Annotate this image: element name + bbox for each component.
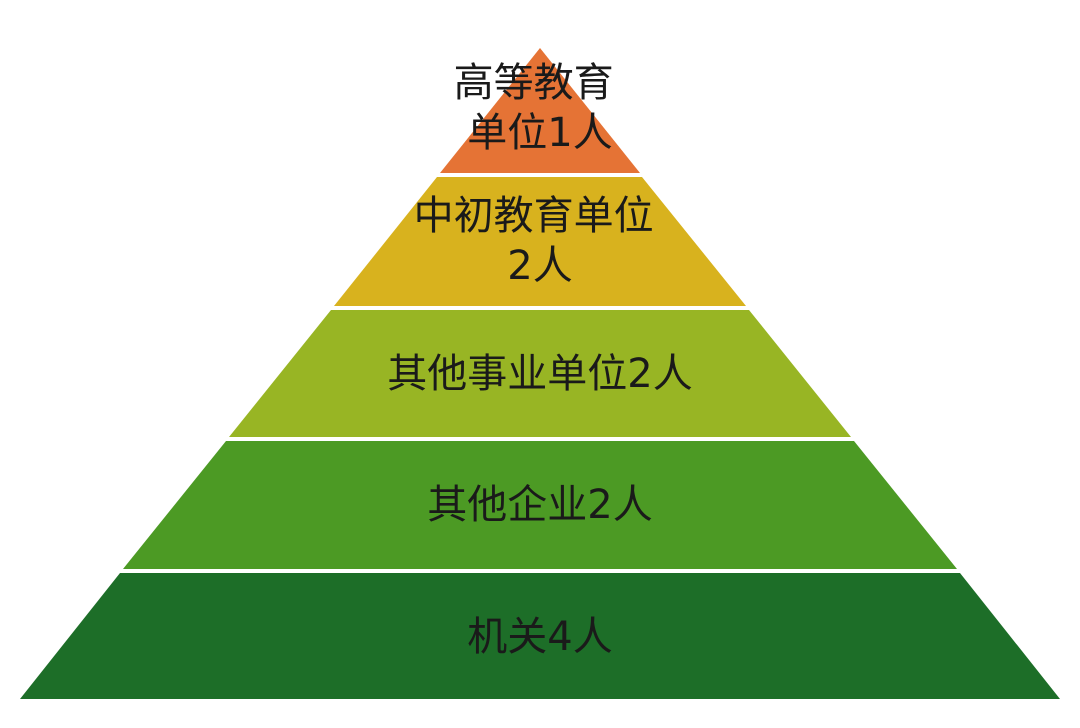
tier-label-government-agencies: 机关4人: [467, 614, 612, 660]
tier-shape-other-public-institutions: [229, 310, 851, 437]
tier-label-other-enterprises: 其他企业2人: [427, 482, 652, 528]
tier-shape-government-agencies: [20, 573, 1060, 699]
pyramid-tier-government-agencies: 机关4人: [20, 573, 1060, 699]
tier-shape-other-enterprises: [123, 441, 957, 569]
tier-label-other-public-institutions: 其他事业单位2人: [387, 351, 692, 397]
tier-label-higher-education-line-2: 单位1人: [467, 110, 612, 156]
pyramid-tier-other-public-institutions: 其他事业单位2人: [229, 310, 851, 437]
tier-label-primary-secondary-education-line-2: 2人: [507, 243, 572, 289]
svg-text:高等教育 单位1人: 高等教育 单位1人: [454, 60, 627, 156]
tier-label-higher-education-line-1: 高等教育: [454, 60, 614, 106]
tier-shape-primary-secondary-education: [334, 177, 746, 306]
svg-text:中初教育单位 2人: 中初教育单位 2人: [414, 193, 667, 289]
pyramid-tier-primary-secondary-education: 中初教育单位 2人: [334, 177, 746, 306]
pyramid-tier-other-enterprises: 其他企业2人: [123, 441, 957, 569]
tier-label-primary-secondary-education-line-1: 中初教育单位: [414, 193, 654, 239]
tier-shape-higher-education: [440, 48, 640, 173]
pyramid-tier-higher-education: 高等教育 单位1人: [440, 48, 640, 173]
